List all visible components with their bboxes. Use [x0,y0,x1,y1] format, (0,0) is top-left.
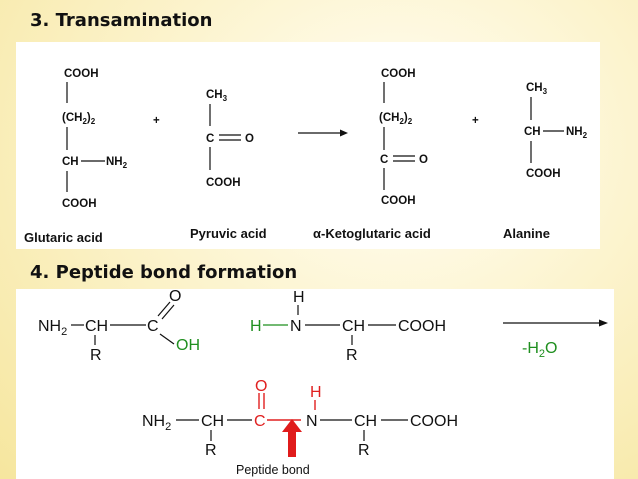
aa2-ch: CH [342,318,365,335]
amino-acid-1-structure: NH2 CH R C O OH [38,288,200,364]
keto-chain: (CH2)2 [379,112,413,126]
pyruvic-c: C [206,133,214,145]
ketoglutaric-acid-structure: COOH (CH2)2 C O COOH [379,68,428,207]
plus-sign-1: + [153,115,160,127]
glutaric-ch: CH [62,156,79,168]
dipeptide-h: H [310,384,322,401]
aa1-oh: OH [176,337,200,354]
section-3-heading: 3. Transamination [30,10,213,31]
aa1-carbonyl-o: O [169,288,181,305]
dipeptide-ch1: CH [201,413,224,430]
pyruvic-o: O [245,133,254,145]
glutaric-nh2: NH2 [106,156,128,170]
water-loss-label: -H2O [522,340,557,360]
aa1-ch: CH [85,318,108,335]
keto-c: C [380,154,388,166]
glutaric-chain: (CH2)2 [62,112,96,126]
glutaric-bottom-cooh: COOH [62,198,97,210]
glutaric-acid-structure: COOH (CH2)2 CH NH2 COOH [62,68,128,210]
dipeptide-structure: NH2 CH R C O H N CH R COOH [142,378,458,459]
reaction-arrow-1 [298,129,348,137]
aa1-r: R [90,347,102,364]
peptide-bond-arrow [282,419,302,457]
aa1-c: C [147,318,159,335]
peptide-bond-label: Peptide bond [236,463,310,477]
dipeptide-nh2: NH2 [142,413,171,433]
aa2-n: N [290,318,302,335]
aa1-nh2: NH2 [38,318,67,338]
peptide-panel [16,289,614,479]
label-glutaric-acid: Glutaric acid [24,230,103,245]
alanine-structure: CH3 CH NH2 COOH [524,82,588,180]
keto-bottom-cooh: COOH [381,195,416,207]
pyruvic-acid-structure: CH3 C O COOH [206,89,254,189]
dipeptide-ch2: CH [354,413,377,430]
keto-top-cooh: COOH [381,68,416,80]
plus-sign-2: + [472,115,479,127]
pyruvic-ch3: CH3 [206,89,228,103]
aa2-h-top: H [293,289,305,306]
dipeptide-r1: R [205,442,217,459]
aa2-r: R [346,347,358,364]
keto-o: O [419,154,428,166]
glutaric-top-cooh: COOH [64,68,99,80]
amino-acid-2-structure: H H N CH R COOH [250,289,446,364]
alanine-ch3: CH3 [526,82,548,96]
label-pyruvic-acid: Pyruvic acid [190,226,267,241]
label-alanine: Alanine [503,226,550,241]
alanine-cooh: COOH [526,168,561,180]
label-ketoglutaric-acid: α-Ketoglutaric acid [313,226,431,241]
aa2-h-green: H [250,318,262,335]
dipeptide-n: N [306,413,318,430]
dipeptide-r2: R [358,442,370,459]
dipeptide-cooh: COOH [410,413,458,430]
dipeptide-o: O [255,378,267,395]
reaction-arrow-2 [503,319,608,327]
aa2-cooh: COOH [398,318,446,335]
transamination-panel [16,42,600,249]
pyruvic-cooh: COOH [206,177,241,189]
alanine-ch: CH [524,126,541,138]
alanine-nh2: NH2 [566,126,588,140]
section-4-heading: 4. Peptide bond formation [30,262,298,283]
dipeptide-c: C [254,413,266,430]
